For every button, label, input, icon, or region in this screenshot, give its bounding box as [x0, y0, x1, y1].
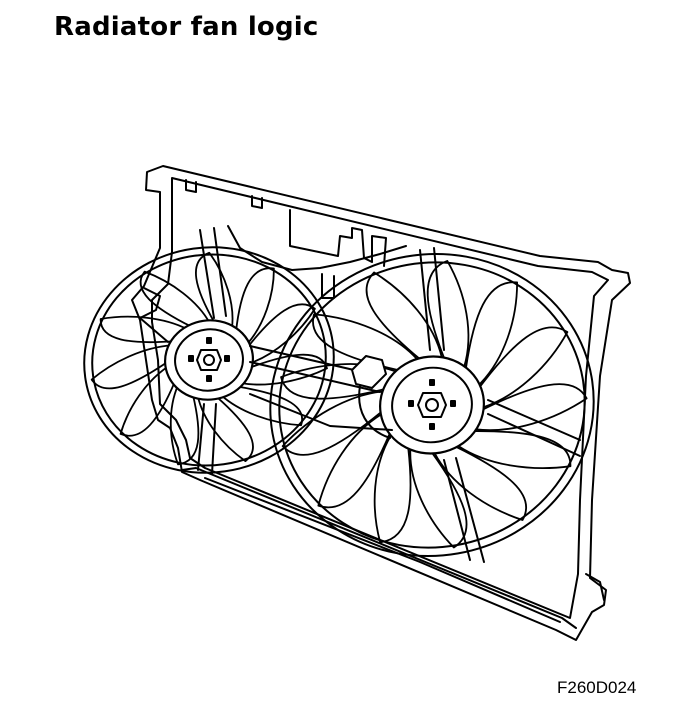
right-fan-blade: [471, 324, 577, 407]
center-strut-diag: [250, 394, 392, 430]
right-fan-blade: [391, 449, 481, 549]
left-fan-hub-bolt: [207, 338, 211, 343]
right-fan-hub-bolt: [430, 380, 434, 385]
wiring-lead: [359, 386, 390, 438]
left-fan-strut-top-b: [214, 228, 226, 316]
right-fan-strut-right: [488, 400, 580, 440]
motor-connector: [352, 356, 386, 388]
right-fan-strut-top-b: [434, 248, 444, 350]
right-fan-blade: [436, 276, 556, 384]
right-fan-hub-plate: [418, 393, 446, 417]
shroud-outer-outline: [132, 166, 630, 640]
left-fan-blade: [241, 336, 331, 410]
left-fan-blade: [178, 251, 256, 329]
right-fan-blade: [476, 365, 590, 456]
right-fan-blade: [399, 258, 505, 367]
right-fan-blades: [253, 236, 612, 577]
left-fan-blade: [90, 335, 171, 396]
right-fan-ring-outer: [246, 228, 617, 581]
left-fan-blade: [212, 263, 304, 344]
right-fan-strut-bottom-b: [456, 458, 484, 562]
left-fan-strut-bottom: [198, 404, 204, 470]
left-fan-strut-left: [140, 318, 168, 342]
left-fan-blade: [137, 385, 225, 468]
right-fan-hub-bore: [426, 399, 438, 411]
left-fan-hub-bolt: [225, 356, 229, 361]
right-fan-motor-face: [386, 361, 478, 448]
motor-support-struts: [140, 228, 580, 562]
right-fan-hub: [409, 380, 455, 429]
shroud-bracket: [290, 210, 386, 266]
left-fan-strut-top: [200, 230, 214, 318]
left-fan-strut-bottom-b: [212, 404, 216, 474]
shroud-bottom-lip: [182, 468, 576, 628]
right-fan-hub-bolt: [430, 424, 434, 429]
right-fan-strut-top: [420, 250, 430, 350]
shroud-inner-flange: [152, 178, 608, 618]
shroud-left-flap: [140, 288, 160, 318]
right-fan-blade: [331, 435, 448, 547]
right-fan-blade: [458, 398, 576, 509]
fan-shroud: [132, 166, 630, 640]
right-fan-strut-bottom: [444, 460, 470, 560]
figure-code: F260D024: [557, 678, 637, 697]
right-fan: [246, 228, 617, 581]
left-fan-hub-plate: [197, 350, 221, 370]
right-fan-blade: [434, 432, 530, 538]
left-fan-hub: [189, 338, 229, 381]
left-fan-hub-bore: [204, 355, 214, 365]
left-fan-blade: [196, 396, 255, 461]
right-fan-hub-bolt: [451, 401, 455, 406]
left-fan-motor-face: [171, 325, 247, 395]
left-fan-ring-outer: [70, 231, 349, 489]
right-fan-hub-bolt: [409, 401, 413, 406]
left-fan-blade: [138, 260, 210, 336]
left-fan-hub-bolt: [189, 356, 193, 361]
right-fan-blade: [366, 268, 442, 362]
page-title: Radiator fan logic: [54, 12, 319, 42]
right-fan-blade: [282, 387, 383, 459]
left-fan-blade: [102, 366, 190, 439]
right-fan-blade: [293, 414, 409, 513]
shroud-bottom-edge: [205, 478, 560, 622]
right-fan-strut-right-b: [488, 414, 580, 456]
center-strut-lower: [250, 362, 380, 392]
left-fan-hub-bolt: [207, 376, 211, 381]
left-fan-blade: [96, 286, 187, 368]
shroud-right-tab: [586, 574, 604, 600]
shroud-top-tab-left: [186, 180, 196, 192]
shroud-top-tab-mid: [252, 196, 262, 208]
right-fan-blade: [307, 283, 418, 395]
